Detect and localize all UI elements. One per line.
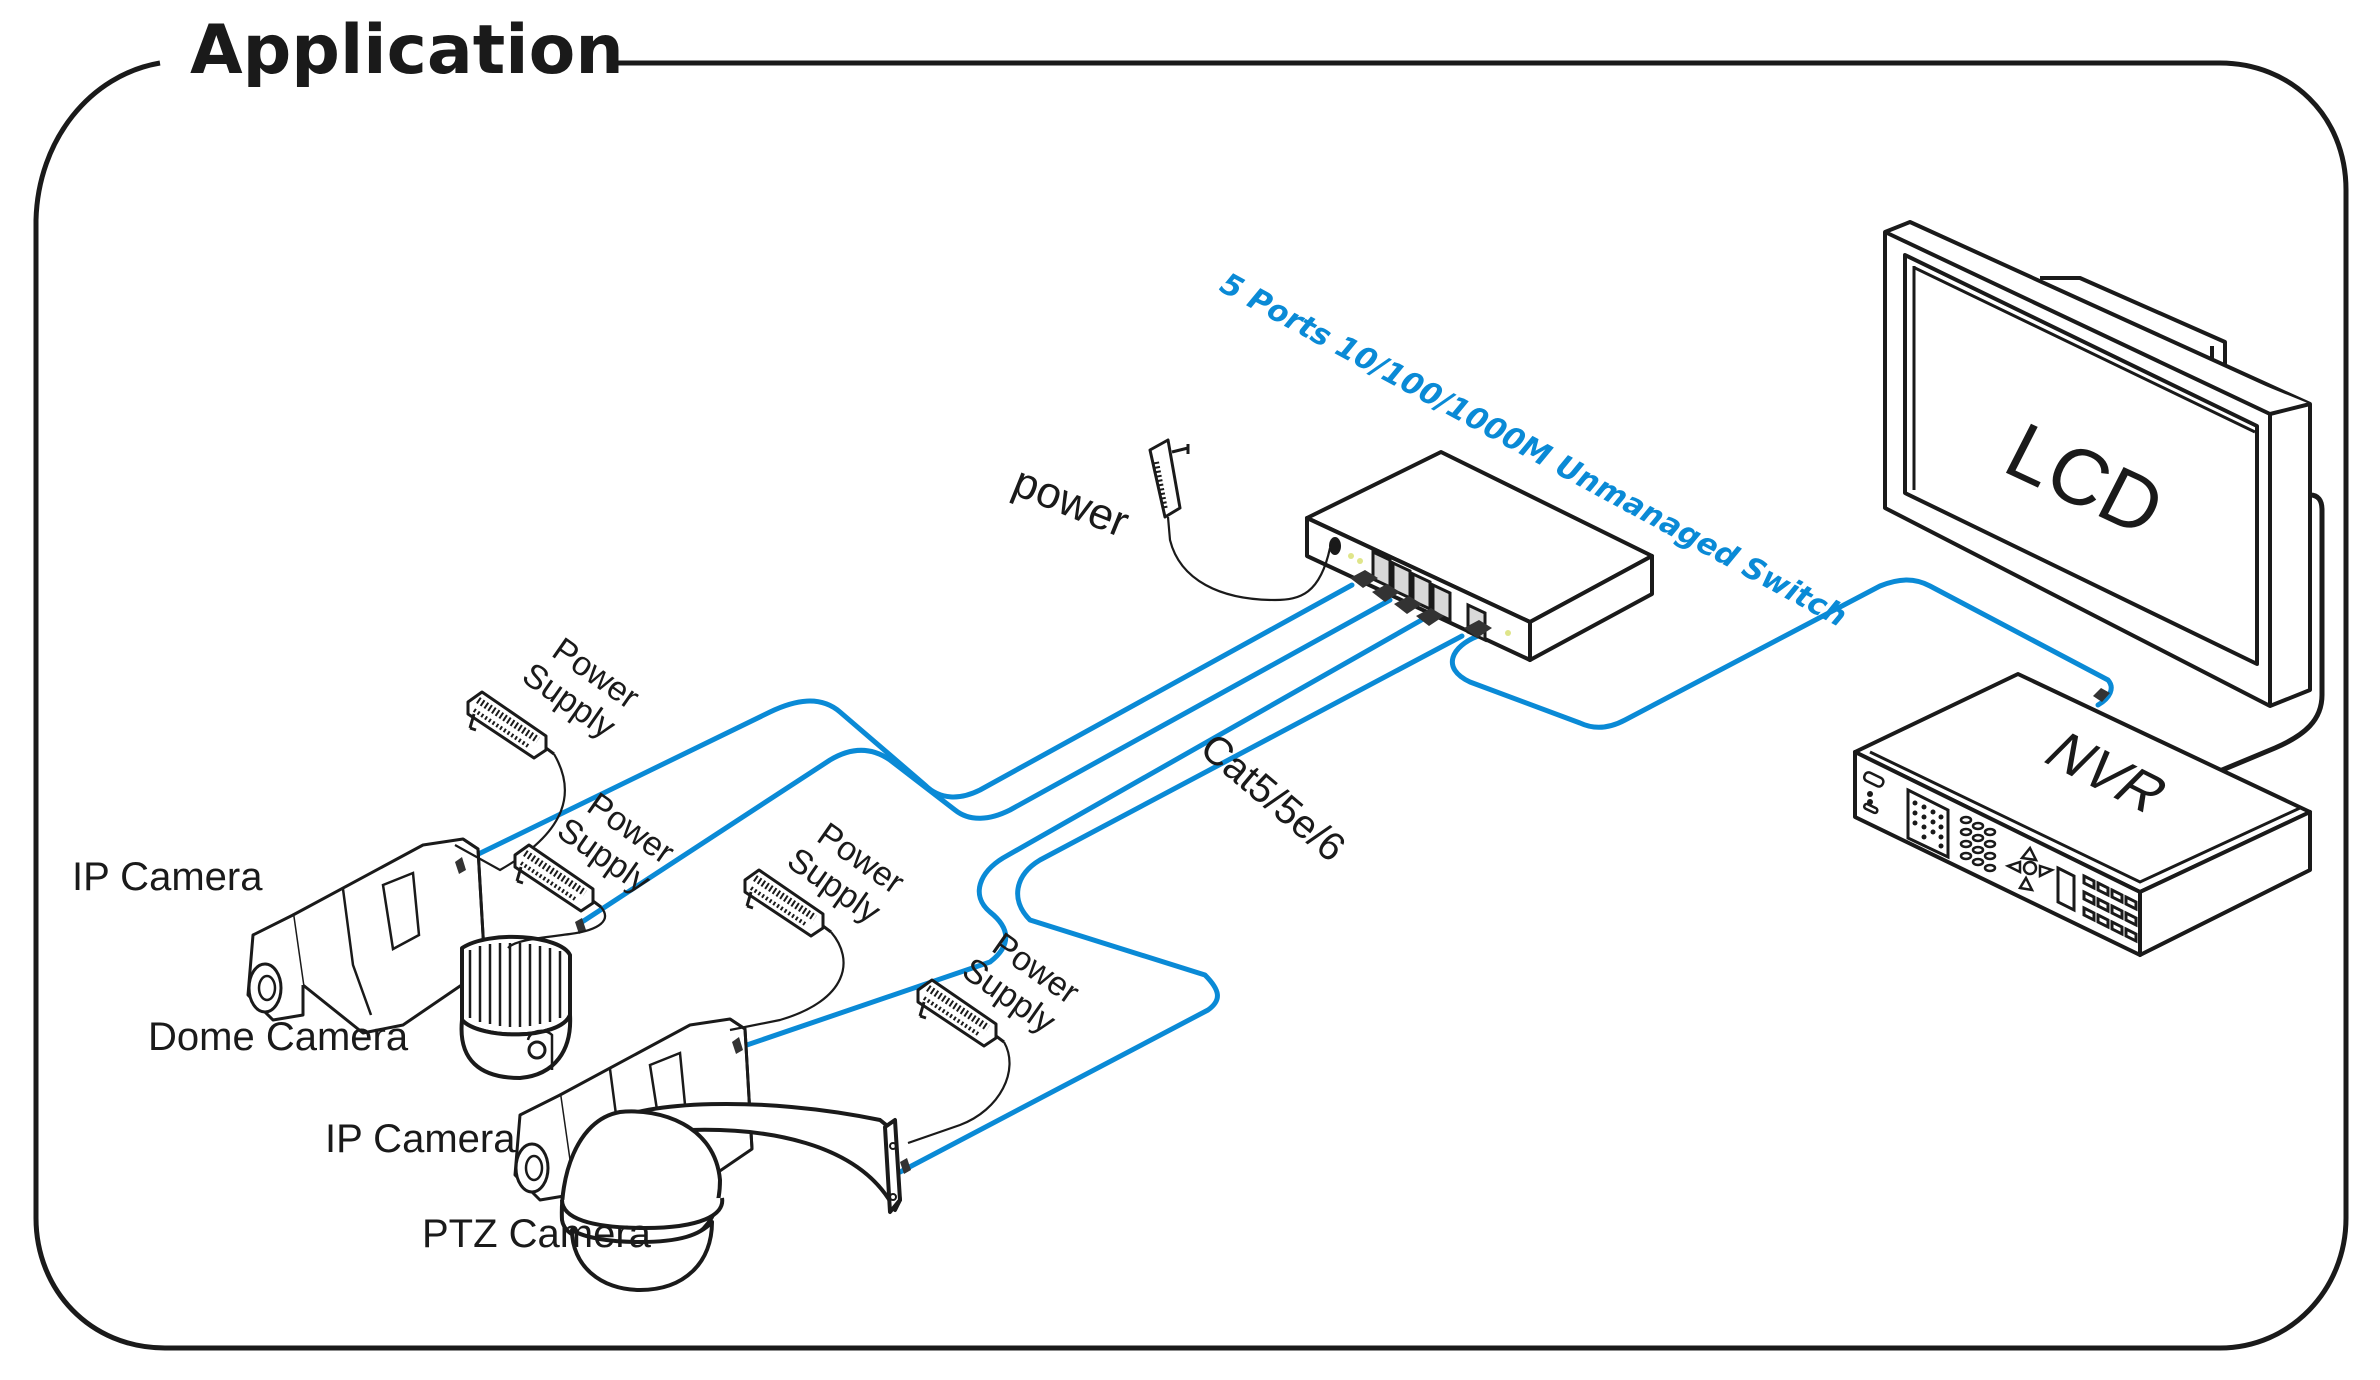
camera-4-label: PTZ Camera xyxy=(422,1212,652,1256)
switch-power-adapter-icon xyxy=(1148,438,1332,602)
camera-4: Power Supply PTZ Camera xyxy=(422,925,1086,1292)
cable-dome-camera xyxy=(579,597,1393,925)
camera-2-label: Dome Camera xyxy=(148,1015,409,1059)
nvr-icon xyxy=(1853,672,2312,957)
frame-border xyxy=(33,60,2349,1351)
monitor-icon xyxy=(1883,220,2325,803)
cable-ip-camera-1 xyxy=(459,582,1355,865)
cable-type-label: Cat5/5e/6 xyxy=(1192,725,1353,870)
ip-camera-1-icon xyxy=(246,837,487,1035)
dome-camera-icon xyxy=(459,934,573,1080)
ptz-camera-icon xyxy=(559,1101,902,1292)
cable-ip-camera-2 xyxy=(735,615,1428,1051)
camera-3-label: IP Camera xyxy=(325,1117,516,1161)
cable-uplink-nvr xyxy=(1449,577,2114,730)
network-switch-icon xyxy=(1305,450,1654,662)
switch-power-label: power xyxy=(1006,457,1135,547)
cable-ptz-camera xyxy=(897,633,1465,1175)
page-title: Application xyxy=(190,11,624,90)
camera-1-label: IP Camera xyxy=(72,855,263,899)
ethernet-cables xyxy=(459,577,2114,1175)
